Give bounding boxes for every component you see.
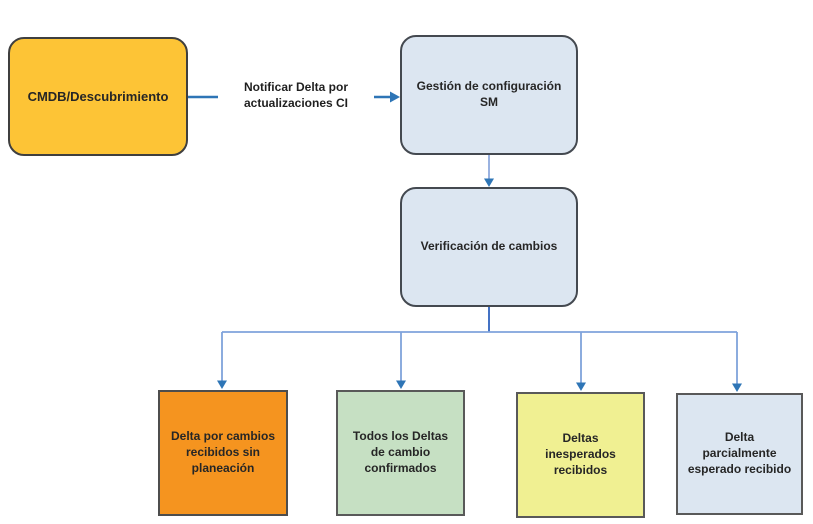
node-verificacion-cambios-label: Verificación de cambios xyxy=(420,239,558,254)
node-gestion-configuracion-sm-label: Gestión de configuración SM xyxy=(416,79,562,109)
edge-label-notificar-delta: Notificar Delta por actualizaciones CI xyxy=(218,79,374,112)
edge-gestion-to-verificacion-arrowhead-icon xyxy=(484,178,494,187)
node-verificacion-cambios: Verificación de cambios xyxy=(400,187,578,307)
node-cmdb-descubrimiento: CMDB/Descubrimiento xyxy=(8,37,188,156)
node-delta-sin-planeacion: Delta por cambios recibidos sin planeaci… xyxy=(158,390,288,516)
node-deltas-confirmados: Todos los Deltas de cambio confirmados xyxy=(336,390,465,516)
node-deltas-inesperados-label: Deltas inesperados recibidos xyxy=(545,431,616,477)
edge-branch-1-arrowhead-icon xyxy=(217,380,227,389)
node-cmdb-descubrimiento-label: CMDB/Descubrimiento xyxy=(27,88,169,104)
edge-branch-4-arrowhead-icon xyxy=(732,383,742,392)
node-deltas-inesperados: Deltas inesperados recibidos xyxy=(516,392,645,518)
edge-cmdb-to-gestion-arrowhead-icon xyxy=(390,91,400,103)
node-deltas-confirmados-label: Todos los Deltas de cambio confirmados xyxy=(352,429,449,475)
node-gestion-configuracion-sm: Gestión de configuración SM xyxy=(400,35,578,155)
edge-branch-3-arrowhead-icon xyxy=(576,382,586,391)
edge-branch-2-arrowhead-icon xyxy=(396,380,406,389)
node-delta-parcialmente-esperado: Delta parcialmente esperado recibido xyxy=(676,393,803,515)
node-delta-sin-planeacion-label: Delta por cambios recibidos sin planeaci… xyxy=(170,429,276,475)
node-delta-parcialmente-esperado-label: Delta parcialmente esperado recibido xyxy=(687,430,792,476)
